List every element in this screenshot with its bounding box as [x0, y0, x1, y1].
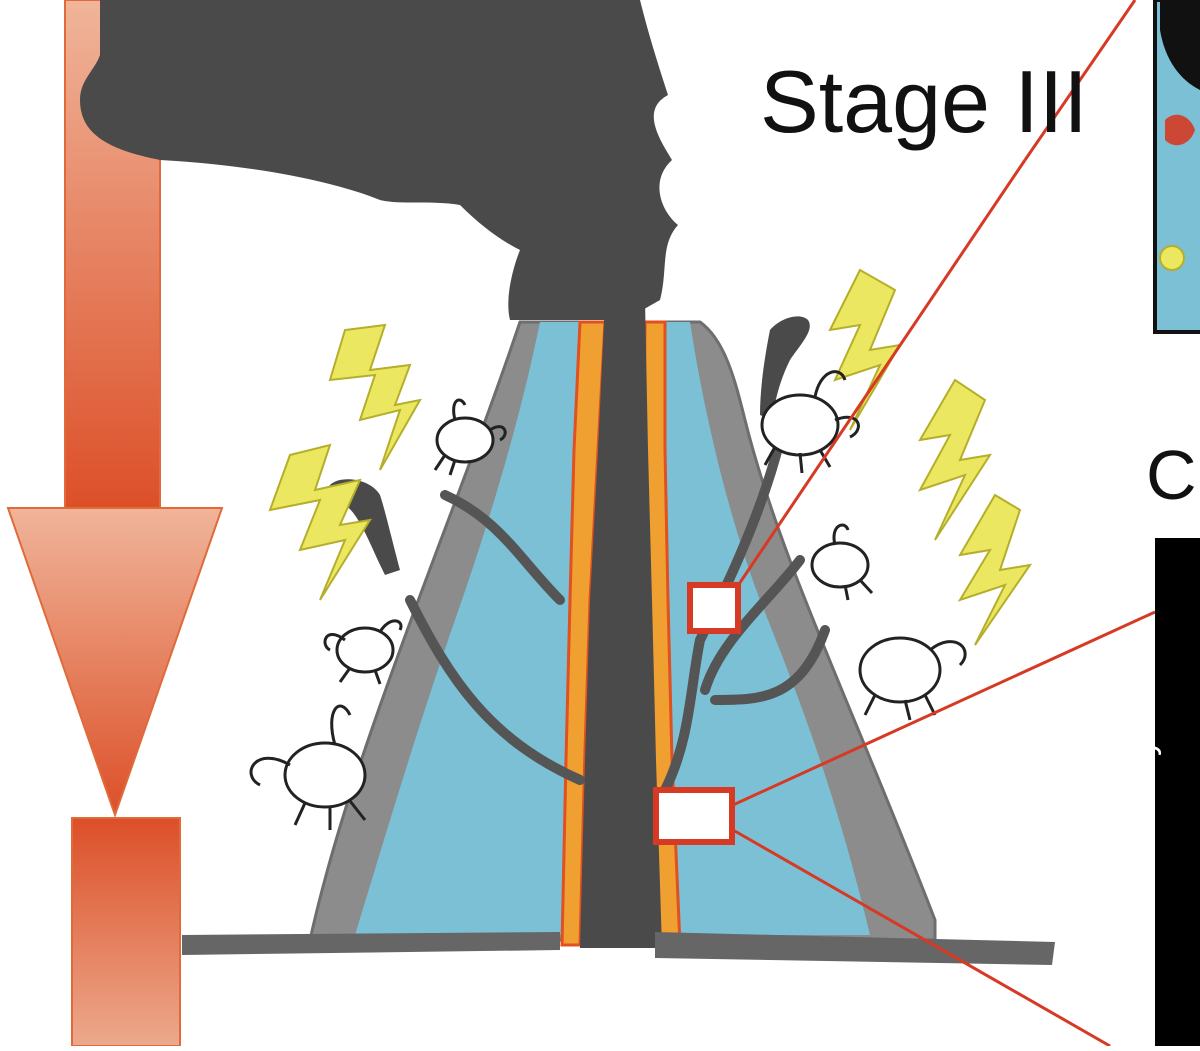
inset-panel-bottom: [1155, 538, 1200, 1046]
crab-icon: [760, 370, 860, 474]
leader-line-bottom: [732, 828, 1111, 1048]
panel-letter: C: [1146, 436, 1197, 514]
leader-line-top-right: [1023, 0, 1137, 161]
lightning-bolt-icon: [268, 443, 373, 601]
crab-icon: [810, 523, 874, 601]
inset-panel-top: [1153, 0, 1200, 334]
sample-marker-icon: [687, 582, 741, 634]
leader-line-mid: [732, 610, 1156, 807]
crab-icon: [858, 636, 967, 721]
lightning-bolt-icon: [917, 378, 993, 541]
crab-icon: [249, 704, 367, 830]
lightning-bolt-icon: [828, 268, 902, 431]
ground-line: [182, 932, 1055, 965]
lightning-bolt-icon: [957, 493, 1033, 646]
central-conduit: [580, 300, 662, 948]
stage-label: Stage III: [760, 52, 1088, 151]
crab-icon: [433, 398, 507, 476]
side-text-container: Fluid activity: [1155, 560, 1200, 1046]
leader-line-top: [733, 159, 1027, 591]
sample-marker-icon: [653, 787, 735, 845]
fumarole-right: [760, 316, 810, 420]
side-text: Fluid activity: [1155, 738, 1162, 926]
dike-network: [405, 435, 830, 795]
lightning-bolt-icon: [328, 323, 422, 471]
crab-icon: [323, 619, 403, 685]
ash-plume: [80, 0, 678, 320]
